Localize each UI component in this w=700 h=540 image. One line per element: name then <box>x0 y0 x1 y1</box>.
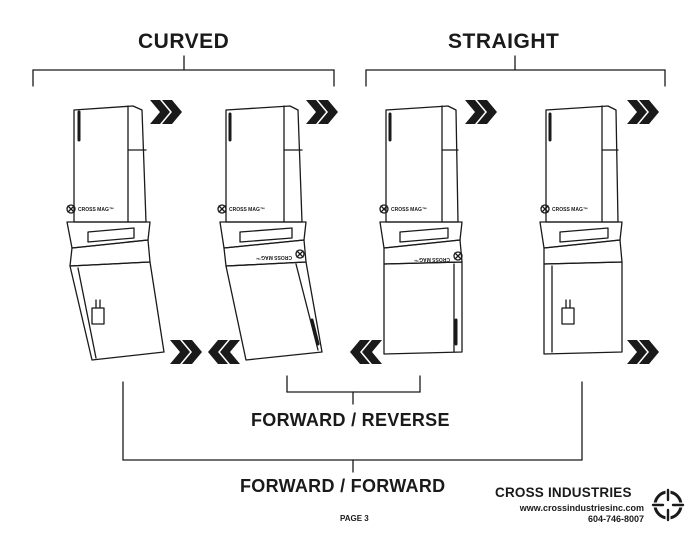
forward-forward-bracket <box>122 381 583 473</box>
double-chevron-left-icon <box>208 340 240 364</box>
mag-label-inverted: CROSS MAG™ <box>256 254 292 260</box>
double-chevron-right-icon <box>627 100 659 124</box>
curved-header: CURVED <box>138 30 230 53</box>
double-chevron-right-icon <box>306 100 338 124</box>
magazine-straight-forward <box>539 105 623 355</box>
mag-label: CROSS MAG™ <box>229 207 265 213</box>
crosshair-logo-icon <box>646 483 690 527</box>
straight-bracket <box>365 55 666 87</box>
double-chevron-right-icon <box>627 340 659 364</box>
double-chevron-right-icon <box>465 100 497 124</box>
mag-label: CROSS MAG™ <box>391 207 427 213</box>
double-chevron-right-icon <box>150 100 182 124</box>
forward-forward-caption: FORWARD / FORWARD <box>240 476 446 496</box>
company-website: www.crossindustriesinc.com <box>519 503 644 513</box>
forward-reverse-bracket <box>286 375 421 405</box>
magazine-curved-reverse <box>217 105 323 361</box>
magazine-curved-forward <box>66 105 165 361</box>
forward-reverse-caption: FORWARD / REVERSE <box>251 410 450 430</box>
page-number: PAGE 3 <box>340 514 369 523</box>
mag-label-inverted: CROSS MAG™ <box>414 256 450 262</box>
straight-header: STRAIGHT <box>448 30 560 53</box>
double-chevron-left-icon <box>350 340 382 364</box>
mag-label: CROSS MAG™ <box>78 207 114 213</box>
company-name: CROSS INDUSTRIES <box>495 485 632 500</box>
double-chevron-right-icon <box>170 340 202 364</box>
magazine-straight-reverse <box>379 105 463 355</box>
curved-bracket <box>32 55 335 87</box>
mag-label: CROSS MAG™ <box>552 207 588 213</box>
company-phone: 604-746-8007 <box>587 514 644 524</box>
